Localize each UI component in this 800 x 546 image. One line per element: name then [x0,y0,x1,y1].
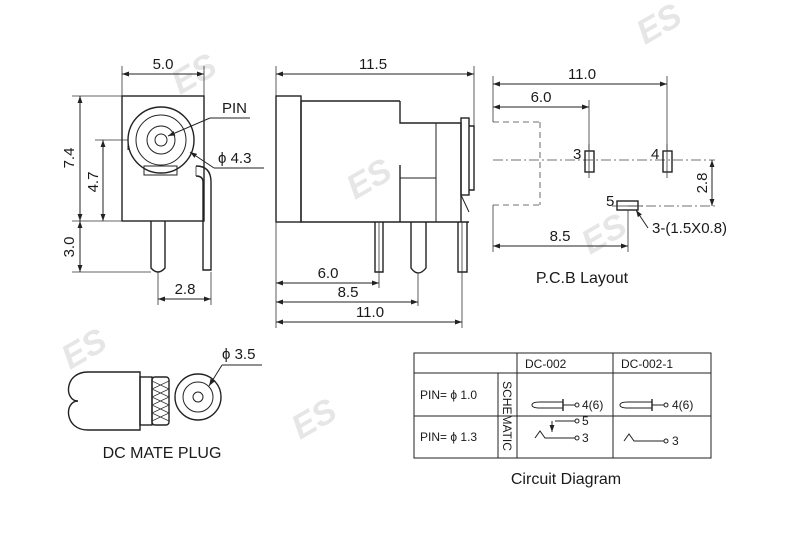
watermark: ES [575,206,634,262]
pcb-bottom-dim: 8.5 [550,228,571,245]
front-center-height-dim: 4.7 [85,172,102,193]
dc002-terminal-label: 5 [582,414,589,428]
pcb-vertical-dim: 2.8 [694,173,711,194]
dc002-terminal-label: 4(6) [582,398,603,412]
pin-label: PIN [222,100,247,117]
front-view: 5.0 7.4 4.7 3.0 2.8 PIN ϕ 4.3 [61,56,264,305]
side-pin-dim-3: 11.0 [356,304,384,321]
knurled-sleeve [151,376,170,426]
circuit-table: DC-002 DC-002-1 SCHEMATIC PIN= ϕ 1.0 PIN… [413,352,712,488]
front-pin-offset-dim: 2.8 [175,281,196,298]
side-length-dim: 11.5 [359,56,387,73]
mate-plug-title: DC MATE PLUG [103,445,222,462]
pcb-pad-note: 3-(1.5X0.8) [652,220,727,237]
knurl-pattern [151,380,170,422]
pcb-pad-label: 5 [606,193,614,210]
pcb-pin-dim: 6.0 [531,89,552,106]
front-pin-length-dim: 3.0 [61,237,78,258]
watermark: ES [630,0,689,52]
pcb-pad-3 [584,150,595,173]
side-pin-dim-1: 6.0 [318,265,339,282]
pcb-pad-label: 4 [651,146,659,163]
side-view: 11.5 6.0 8.5 11.0 [275,56,475,328]
pcb-overall-dim: 11.0 [568,66,596,83]
pcb-pad-4 [662,150,673,173]
watermark: ES [285,391,344,447]
model-header-dc002: DC-002 [525,357,567,371]
pin-size-row: PIN= ϕ 1.3 [420,430,477,444]
dc-mate-plug: ϕ 3.5 DC MATE PLUG [67,346,262,462]
pcb-pad-label: 3 [573,146,581,163]
pcb-layout: 3 4 5 11.0 6.0 8.5 2.8 3-(1.5X0.8) P.C.B… [492,66,727,287]
circuit-diagram-title: Circuit Diagram [511,471,621,488]
front-height-dim: 7.4 [61,148,78,169]
watermark: ES [340,151,399,207]
dc0021-terminal-label: 4(6) [672,398,693,412]
dc0021-terminal-label: 3 [672,434,679,448]
front-width-dim: 5.0 [153,56,174,73]
model-header-dc0021: DC-002-1 [621,357,673,371]
pcb-pad-5 [616,200,639,211]
pcb-layout-title: P.C.B Layout [536,270,629,287]
side-pin-dim-2: 8.5 [338,284,359,301]
schematic-label: SCHEMATIC [500,381,514,451]
watermark: ES [55,321,114,377]
dc002-terminal-label: 3 [582,431,589,445]
hole-diameter-label: ϕ 4.3 [218,150,251,167]
mate-plug-diameter: ϕ 3.5 [222,346,255,363]
pin-size-row: PIN= ϕ 1.0 [420,388,477,402]
